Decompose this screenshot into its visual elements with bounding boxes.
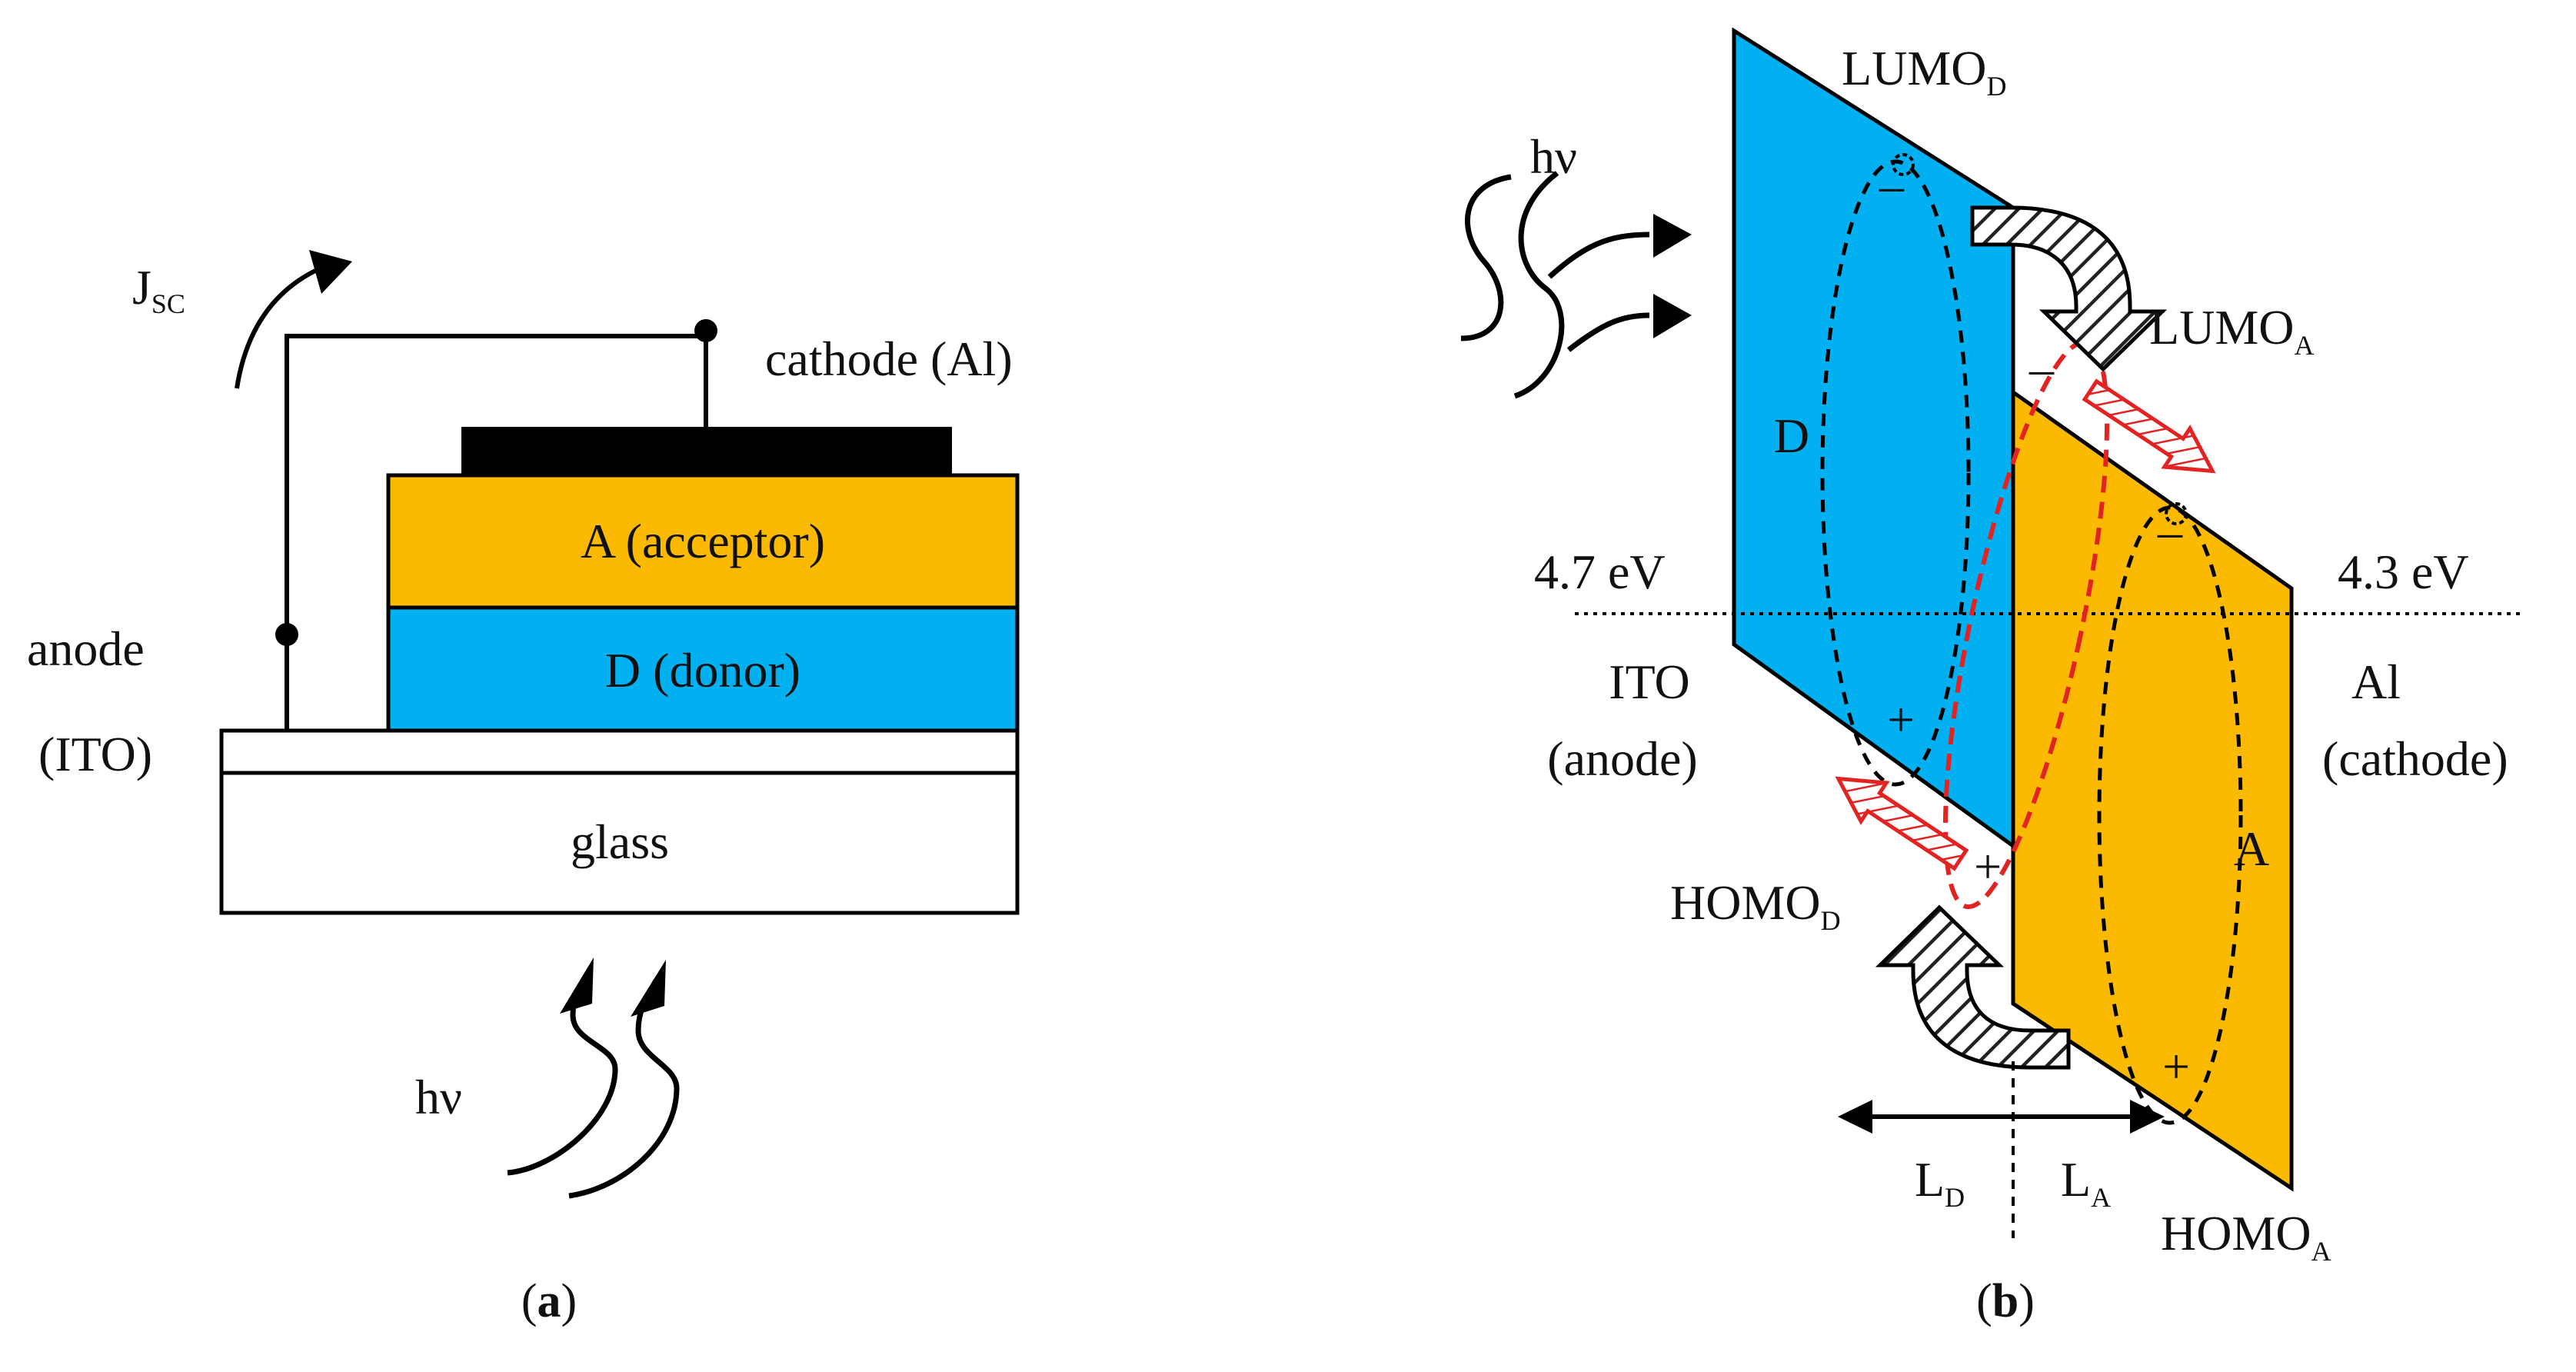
acceptor-hole-sign: + (2162, 1039, 2190, 1094)
light-arrowhead-a2 (631, 960, 666, 1017)
ld-arrowhead (1838, 1100, 1872, 1134)
light-arrowhead-b1 (1653, 214, 1692, 258)
homo-a-label: HOMOA (2161, 1206, 2331, 1267)
donor-exciton (1820, 159, 1971, 787)
interface-electron-sign: – (2029, 341, 2055, 395)
lumo-a-label: LUMOA (2149, 300, 2314, 361)
cathode-contact-dot (694, 319, 717, 342)
la-arrowhead (2130, 1100, 2165, 1134)
interface-hole-sign: + (1974, 839, 2002, 894)
la-label: LA (2061, 1152, 2111, 1213)
light-label-b: hν (1530, 129, 1577, 184)
panel-b: – – – + + + hν LUMOD LUMOA HOMOD HOMOA D… (1460, 27, 2522, 1327)
cathode-label: cathode (Al) (765, 331, 1013, 386)
light-arrowhead-b2 (1653, 294, 1692, 338)
ito-label-line1: ITO (1609, 654, 1689, 709)
light-label-a: hν (415, 1070, 462, 1124)
glass-label: glass (571, 814, 669, 869)
donor-electron-sign: – (1879, 158, 1905, 212)
electron-marker-donor (1892, 153, 1915, 176)
light-arrowhead-a1 (560, 957, 594, 1014)
hole-diffusion-arrow (1835, 776, 1969, 871)
ld-label: LD (1915, 1152, 1965, 1213)
donor-hole-sign: + (1887, 692, 1915, 747)
anode-label-line2: (ITO) (38, 727, 152, 781)
al-label-line1: Al (2351, 654, 2401, 709)
hole-transfer-arrow (1875, 904, 2071, 1070)
donor-layer (386, 605, 1020, 733)
acceptor-label: A (acceptor) (581, 514, 825, 568)
lumo-d-label: LUMOD (1842, 41, 2006, 102)
al-label-line2: (cathode) (2322, 731, 2508, 786)
ito-work-function: 4.7 eV (1534, 544, 1666, 599)
acceptor-band (2011, 388, 2294, 1192)
ito-layer (219, 728, 1020, 775)
current-arrow (235, 268, 317, 389)
glass-layer (219, 771, 1020, 915)
homo-d-label: HOMOD (1670, 875, 1841, 936)
current-arrowhead (309, 250, 352, 294)
caption-b: (b) (1976, 1275, 2035, 1327)
acceptor-letter: A (2234, 821, 2269, 876)
al-work-function: 4.3 eV (2338, 544, 2469, 599)
jsc-label: JSC (132, 260, 185, 319)
light-waves-b (1460, 171, 1650, 399)
electron-transfer-arrow (1970, 205, 2168, 372)
anode-label-line1: anode (27, 621, 145, 676)
electron-diffusion-arrow (2082, 378, 2216, 474)
circuit-wire (285, 334, 708, 731)
ito-label-line2: (anode) (1547, 731, 1697, 786)
anode-contact-dot (275, 623, 298, 646)
donor-label: D (donor) (605, 643, 800, 698)
caption-a: (a) (521, 1275, 577, 1327)
light-waves-a (507, 977, 680, 1199)
cathode-electrode (461, 427, 952, 475)
panel-a: JSC cathode (Al) A (acceptor) D (donor) … (27, 250, 1020, 1327)
acceptor-electron-sign: – (2157, 504, 2183, 558)
electron-marker-acceptor (2165, 502, 2188, 525)
donor-letter: D (1774, 408, 1809, 463)
